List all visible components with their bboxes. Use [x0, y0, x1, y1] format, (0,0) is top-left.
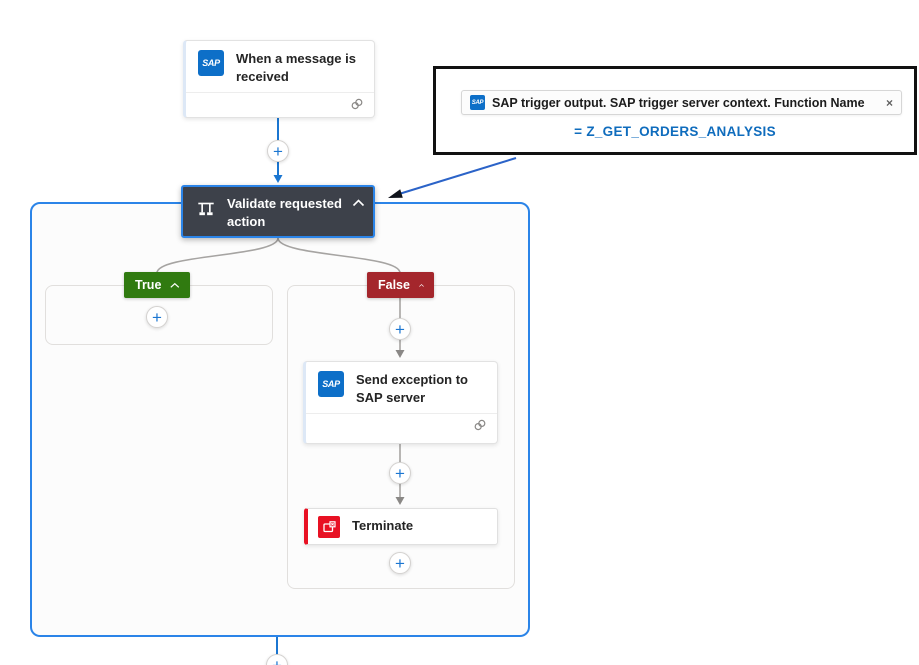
insert-step-button[interactable]: + [389, 462, 411, 484]
send-exception-body: SAP Send exception to SAP server [306, 362, 497, 413]
expression-callout: SAP SAP trigger output. SAP trigger serv… [433, 66, 917, 155]
chevron-up-icon[interactable] [352, 199, 365, 207]
connection-link-icon[interactable] [473, 418, 487, 432]
insert-step-button[interactable]: + [267, 140, 289, 162]
sap-icon: SAP [470, 95, 485, 110]
insert-step-button[interactable]: + [389, 318, 411, 340]
sap-icon: SAP [318, 371, 344, 397]
send-exception-title: Send exception to SAP server [356, 372, 468, 406]
send-exception-footer [306, 413, 497, 435]
true-branch-text: True [135, 278, 162, 292]
sap-icon: SAP [198, 50, 224, 76]
close-icon[interactable]: × [885, 95, 893, 110]
connection-link-icon[interactable] [350, 97, 364, 111]
annotation-arrowhead [388, 189, 403, 198]
condition-node-validate-requested-action[interactable]: Validate requested action [181, 185, 375, 238]
true-branch-label[interactable]: True [124, 272, 190, 298]
arrowhead-condition [273, 175, 283, 183]
chevron-up-icon[interactable] [170, 282, 180, 289]
token-label: SAP trigger output. SAP trigger server c… [492, 95, 865, 110]
insert-step-button[interactable]: + [266, 654, 288, 665]
action-card-send-exception[interactable]: SAP Send exception to SAP server [303, 361, 498, 444]
trigger-card-footer [186, 92, 374, 114]
terminate-title: Terminate [352, 518, 414, 534]
insert-step-button[interactable]: + [146, 306, 168, 328]
trigger-title: When a message is received [236, 51, 356, 85]
action-card-terminate[interactable]: Terminate [304, 508, 498, 545]
annotation-arrow-line [398, 157, 517, 195]
trigger-card-body: SAP When a message is received [186, 41, 374, 92]
trigger-card-when-message-received[interactable]: SAP When a message is received [183, 40, 375, 118]
condition-icon [198, 202, 214, 216]
chevron-up-icon[interactable] [419, 282, 424, 289]
dynamic-content-token[interactable]: SAP SAP trigger output. SAP trigger serv… [461, 90, 902, 115]
terminate-icon [318, 515, 340, 538]
false-branch-label[interactable]: False [367, 272, 434, 298]
condition-title: Validate requested action [227, 196, 342, 230]
expression-value: = Z_GET_ORDERS_ANALYSIS [574, 124, 776, 139]
insert-step-button[interactable]: + [389, 552, 411, 574]
false-branch-text: False [378, 278, 410, 292]
